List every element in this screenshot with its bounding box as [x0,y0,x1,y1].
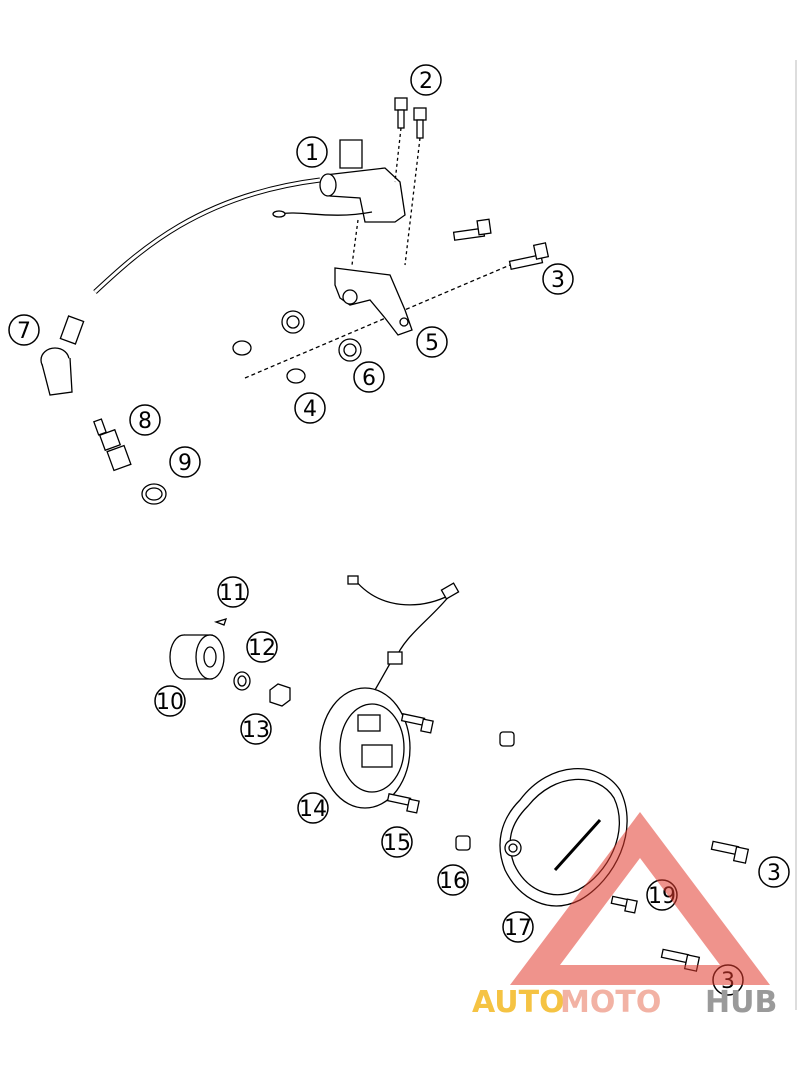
bolt-3-top-a [452,218,492,241]
callout-5-label: 5 [425,331,439,356]
bolt-3-cover-upper [710,840,750,864]
callout-12: 12 [246,631,278,663]
coil-terminal [339,139,363,169]
stator-cable-a [354,579,451,606]
mounting-bracket [334,267,413,336]
sealing-ring [141,483,167,505]
dowel-upper [499,731,515,747]
stator-screw-upper [400,713,434,734]
callout-13-label: 13 [242,718,270,743]
ignition-coil-group [40,97,550,505]
callout-2: 2 [410,64,442,96]
callout-3-right: 3 [758,856,790,888]
callout-11-label: 11 [219,581,247,606]
callout-5: 5 [416,326,448,358]
callout-6-label: 6 [362,366,376,391]
callout-8-label: 8 [138,409,152,434]
callout-16: 16 [437,864,469,896]
watermark-text: AUTO MOTO HUB [472,985,777,1020]
screw-19 [610,895,638,914]
ground-wire [279,211,373,216]
ignition-coil [324,167,406,223]
callout-17: 17 [502,911,534,943]
callout-11: 11 [217,576,249,608]
callout-10-label: 10 [156,690,184,715]
dowel-lower [455,835,471,851]
callout-3-top-label: 3 [551,268,565,293]
flywheel-rotor [169,634,225,680]
callout-17-label: 17 [504,916,532,941]
callout-3-right-label: 3 [767,861,781,886]
bolt-3-top-b [508,242,550,271]
callout-13: 13 [240,713,272,745]
watermark-text-moto: MOTO [560,985,661,1020]
callout-3-top: 3 [542,263,574,295]
stator-rotor-group [169,575,750,972]
sleeve-4 [286,368,306,384]
callout-6: 6 [353,361,385,393]
spark-plug-connector [40,315,85,396]
rubber-mount-6 [338,338,362,362]
callout-12-label: 12 [248,636,276,661]
callout-4-label: 4 [303,397,317,422]
callout-2-label: 2 [419,69,433,94]
watermark-text-auto: AUTO [472,985,565,1020]
stator-screw-lower [386,793,420,814]
callout-15-label: 15 [383,831,411,856]
callout-9-label: 9 [178,451,192,476]
callout-9: 9 [169,446,201,478]
callout-14: 14 [297,792,329,824]
callout-7-label: 7 [17,319,31,344]
stator [319,687,411,809]
woodruff-key [213,618,228,626]
watermark-logo [510,812,770,985]
callout-10: 10 [154,685,186,717]
washer [233,671,251,691]
callout-14-label: 14 [299,797,327,822]
sleeve-upper [232,340,252,356]
callout-1: 1 [296,136,328,168]
bolt-2-right [413,107,427,139]
rubber-mount-upper [281,310,305,334]
callout-4: 4 [294,392,326,424]
watermark-text-hub: HUB [705,985,777,1020]
bolt-2-left [394,97,408,129]
watermark-triangle [510,812,770,985]
spark-plug [93,418,132,472]
callout-1-label: 1 [305,141,319,166]
ht-cable [93,177,321,294]
callout-8: 8 [129,404,161,436]
callout-16-label: 16 [439,869,467,894]
callout-7: 7 [8,314,40,346]
hex-nut [269,683,291,707]
callout-15: 15 [381,826,413,858]
